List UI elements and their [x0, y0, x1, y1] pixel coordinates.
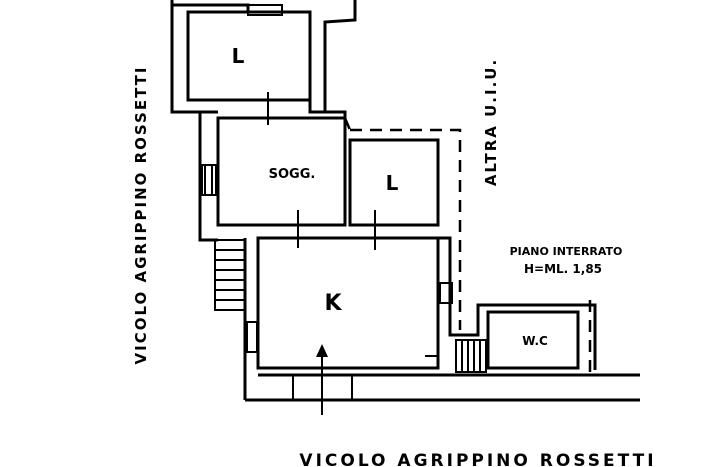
top-room-walls	[170, 0, 357, 118]
level-label-line1: PIANO INTERRATO	[510, 245, 623, 258]
room-label-right-l: L	[386, 171, 399, 195]
level-label-line2: H=ML. 1,85	[524, 262, 602, 276]
room-label-sogg: SOGG.	[269, 167, 316, 182]
room-label-kitchen: K	[324, 291, 342, 316]
entrance-arrow-icon	[316, 344, 328, 415]
neighbor-label: ALTRA U.I.U.	[482, 58, 500, 186]
sogg-room-walls	[198, 112, 347, 242]
right-room-walls	[348, 138, 440, 227]
street-label-bottom: VICOLO AGRIPPINO ROSSETTI	[299, 451, 656, 467]
wc-walls	[476, 303, 597, 370]
street-label-left: VICOLO AGRIPPINO ROSSETTI	[132, 66, 150, 365]
street-wall	[245, 373, 640, 402]
room-label-wc: W.C	[522, 334, 548, 348]
door-markers	[258, 92, 385, 250]
boundary-dashed	[343, 117, 592, 372]
stairs	[214, 239, 487, 373]
room-label-top-l: L	[232, 44, 245, 68]
